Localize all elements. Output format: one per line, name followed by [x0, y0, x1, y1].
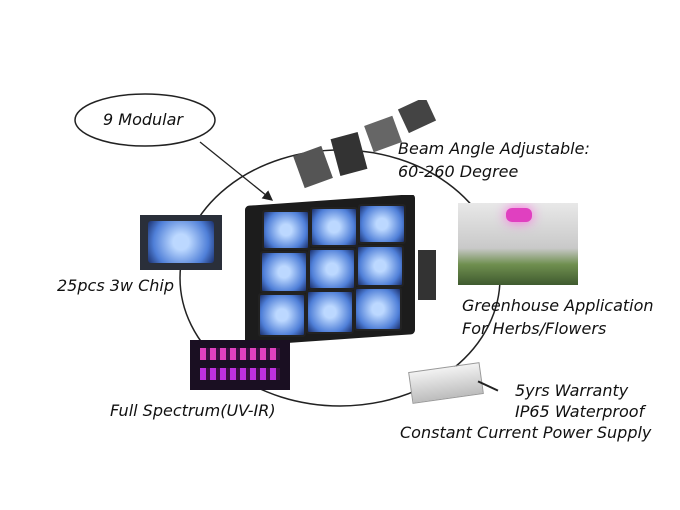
power-supply-label: Constant Current Power Supply [400, 423, 652, 442]
spectrum-label: Full Spectrum(UV-IR) [110, 401, 276, 420]
led-chip-image [140, 215, 222, 270]
waterproof-label: IP65 Waterproof [515, 402, 645, 421]
chip-label: 25pcs 3w Chip [57, 276, 174, 295]
warranty-label: 5yrs Warranty [515, 381, 629, 400]
callout-oval [74, 93, 216, 147]
callout-arrow [199, 141, 274, 201]
beam-angle-label: Beam Angle Adjustable: [398, 139, 590, 158]
greenhouse-sub-label: For Herbs/Flowers [462, 319, 607, 338]
greenhouse-image [458, 203, 578, 285]
main-led-floodlight-image [240, 195, 440, 345]
beam-angle-range: 60-260 Degree [398, 162, 519, 181]
callout-label: 9 Modular [103, 110, 183, 129]
full-spectrum-image [190, 340, 290, 390]
power-supply-image [405, 355, 500, 413]
greenhouse-label: Greenhouse Application [462, 296, 654, 315]
